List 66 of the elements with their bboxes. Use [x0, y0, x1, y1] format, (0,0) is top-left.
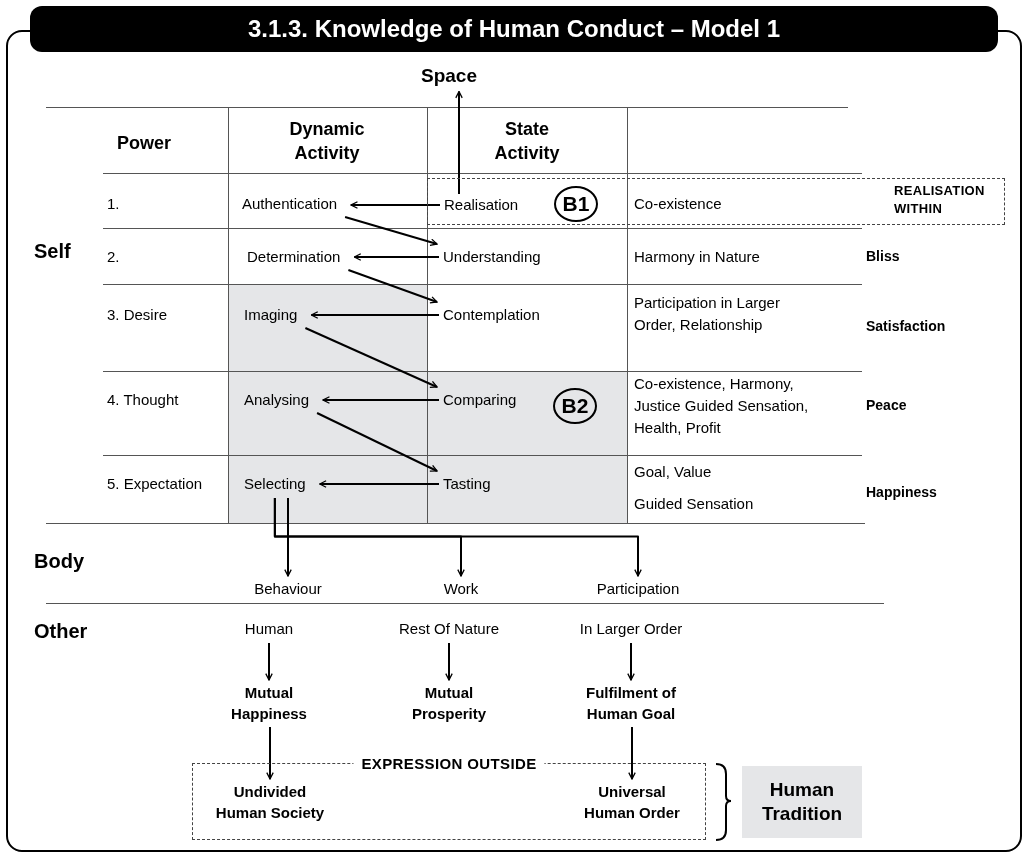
arrow	[455, 90, 463, 195]
activity-label: Analysing	[244, 389, 310, 411]
activity-label: Authentication	[242, 193, 338, 215]
title-bar: 3.1.3. Knowledge of Human Conduct – Model 1	[30, 6, 998, 52]
axis-label: Space	[421, 62, 477, 91]
dashed-frame	[427, 178, 1005, 225]
activity-label: Imaging	[244, 304, 298, 326]
reality-label: Guided Sensation	[634, 494, 754, 514]
power-label: 5. Expectation	[107, 474, 203, 494]
marker-circle: B1	[554, 186, 598, 222]
activity-label: Determination	[247, 246, 341, 268]
arrow	[273, 497, 642, 577]
column-heading: State Activity	[493, 118, 561, 165]
arrow	[347, 269, 438, 304]
arrow	[316, 412, 438, 472]
frame-title: REALISATION WITHIN	[894, 182, 986, 218]
column-heading: Dynamic Activity	[288, 118, 366, 165]
reality-label: Co-existence	[634, 194, 722, 214]
reality-label: Participation in Larger Order, Relationship	[634, 293, 781, 335]
arrow	[310, 311, 440, 319]
row-heading: Body	[34, 549, 84, 574]
result-label: Undivided Human Society	[212, 781, 328, 823]
activity-label: Realisation	[444, 194, 519, 216]
arrow	[628, 726, 636, 780]
arrow	[322, 396, 440, 404]
arrow	[350, 201, 441, 209]
arrow	[344, 216, 438, 246]
row-heading: Self	[34, 239, 71, 264]
outcome-label: Work	[443, 578, 479, 600]
activity-label: Understanding	[443, 246, 541, 268]
arrow	[445, 642, 453, 681]
arrow	[627, 642, 635, 681]
arrow	[266, 726, 274, 780]
reality-label: Goal, Value	[634, 462, 712, 482]
activity-label: Contemplation	[443, 304, 540, 326]
arrow	[284, 497, 292, 577]
power-label: 3. Desire	[107, 305, 168, 325]
outcome-label: Behaviour	[254, 578, 322, 600]
result-label: Universal Human Order	[574, 781, 690, 823]
state-label: Bliss	[866, 247, 900, 266]
result-label: Mutual Happiness	[214, 682, 324, 724]
column-heading: Power	[117, 132, 172, 155]
marker-circle: B2	[553, 388, 597, 424]
result-label: Fulfilment of Human Goal	[571, 682, 691, 724]
power-label: 1.	[107, 194, 120, 214]
target-label: Human	[244, 618, 294, 640]
activity-label: Comparing	[443, 389, 517, 411]
result-label: Mutual Prosperity	[394, 682, 504, 724]
state-label: Peace	[866, 396, 907, 415]
target-label: Rest Of Nature	[399, 618, 499, 640]
reality-label: Co-existence, Harmony, Justice Guided Sensation, Health, Profit	[634, 374, 810, 438]
power-label: 4. Thought	[107, 390, 179, 410]
tradition-box: Human Tradition	[742, 766, 862, 838]
power-label: 2.	[107, 247, 120, 267]
state-label: Satisfaction	[866, 317, 946, 336]
arrow	[353, 253, 440, 261]
row-heading: Other	[34, 619, 88, 644]
activity-label: Tasting	[443, 473, 491, 495]
state-label: Happiness	[866, 483, 937, 502]
outcome-label: Participation	[596, 578, 680, 600]
reality-label: Harmony in Nature	[634, 247, 760, 267]
activity-label: Selecting	[244, 473, 306, 495]
arrow	[304, 327, 438, 388]
target-label: In Larger Order	[579, 618, 683, 640]
arrow	[318, 480, 440, 488]
arrow	[265, 642, 273, 681]
